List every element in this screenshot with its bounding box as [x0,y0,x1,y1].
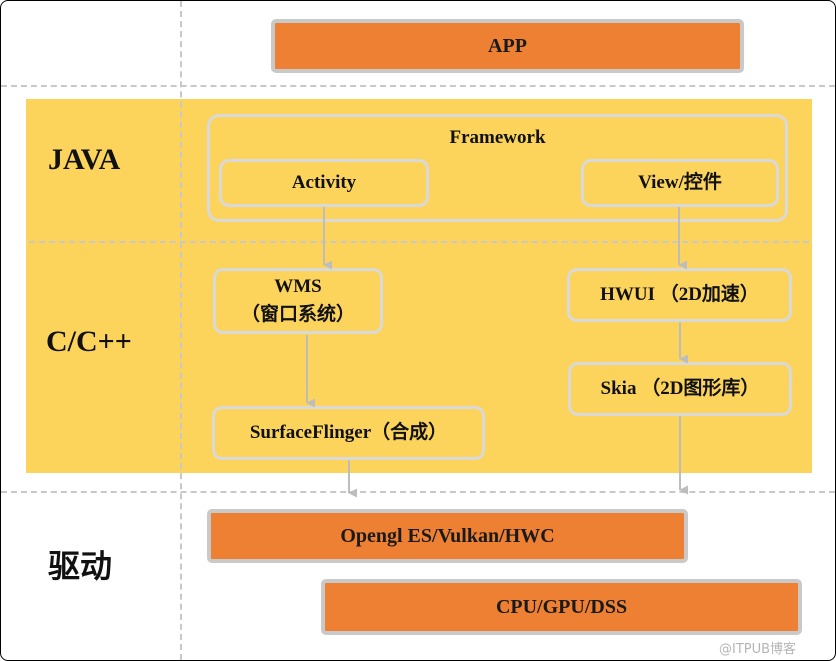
hwui-box: HWUI （2D加速） [567,268,792,322]
driver-layer-divider [1,491,835,493]
wms-label: WMS [274,276,322,298]
view-box: View/控件 [581,159,779,207]
layer-divider-vertical [180,1,182,660]
activity-label: Activity [291,172,357,194]
cpu-label: CPU/GPU/DSS [495,595,628,618]
wms-box: WMS （窗口系统） [213,268,383,334]
skia-box: Skia （2D图形库） [568,362,792,416]
layer-label-java: JAVA [48,143,121,176]
cpu-box: CPU/GPU/DSS [321,579,802,635]
framework-label: Framework [449,127,546,148]
surfaceflinger-label: SurfaceFlinger（合成） [249,422,448,444]
java-cpp-divider [29,241,809,243]
view-label: View/控件 [638,172,722,194]
opengl-label: Opengl ES/Vulkan/HWC [340,524,555,547]
hwui-label: HWUI （2D加速） [600,284,759,306]
surfaceflinger-box: SurfaceFlinger（合成） [212,406,485,460]
watermark: @ITPUB博客 [719,642,797,657]
app-layer-divider [1,85,835,87]
app-box: APP [271,19,744,73]
skia-label: Skia （2D图形库） [600,378,760,400]
activity-box: Activity [219,159,429,207]
wms-sublabel: （窗口系统） [240,304,355,325]
framework-box [207,114,788,222]
layer-label-cpp: C/C++ [46,325,132,358]
opengl-box: Opengl ES/Vulkan/HWC [207,509,688,563]
app-label: APP [488,34,527,57]
layer-label-driver: 驱动 [48,547,113,585]
